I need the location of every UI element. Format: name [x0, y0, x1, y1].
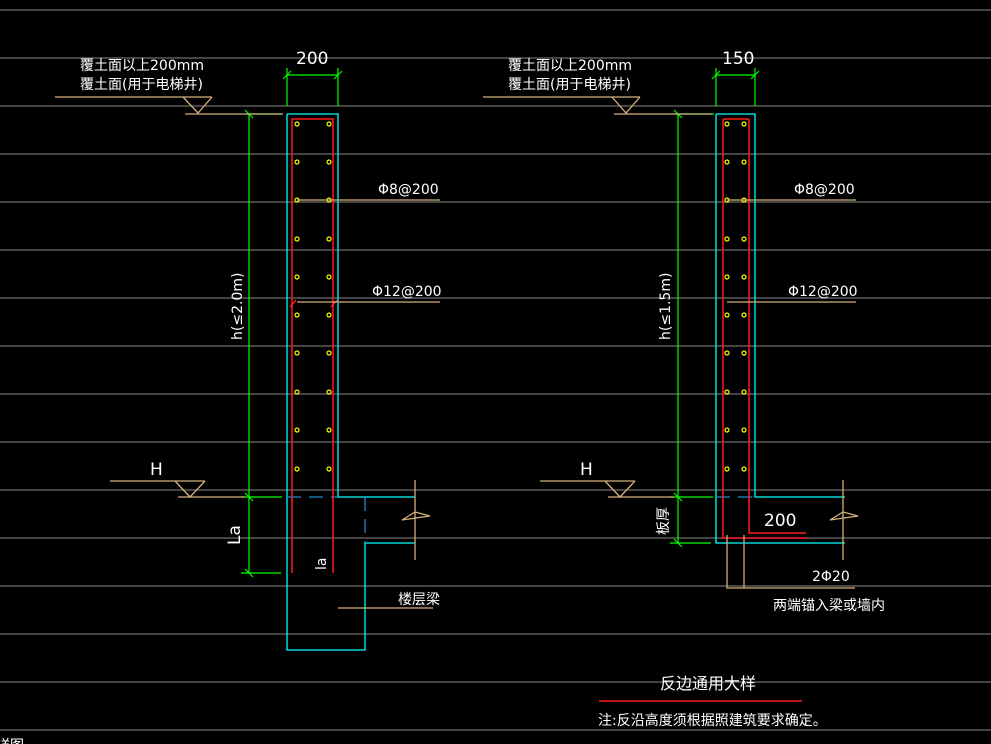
right-slab-thickness-label: 板厚	[656, 507, 672, 535]
right-rebar	[722, 118, 806, 539]
bar-dot	[294, 274, 300, 280]
right-leaders	[727, 199, 856, 303]
bar-dot	[326, 236, 332, 242]
left-lap-mark	[289, 299, 338, 308]
right-height-label: h(≤1.5m)	[658, 273, 674, 340]
left-hidden-line	[287, 496, 366, 543]
right-wall-outline	[715, 113, 845, 544]
right-vertical-bar-label: Φ12@200	[788, 284, 858, 300]
bar-dot	[326, 121, 332, 127]
right-cover-note-1: 覆土面以上200mm	[508, 58, 632, 74]
left-anchor-dim: La	[225, 525, 245, 545]
bar-dot	[724, 312, 730, 318]
right-bottom-bar-label: 2Φ20	[812, 569, 850, 585]
right-width-dimension	[711, 68, 760, 106]
bar-dot	[294, 350, 300, 356]
bar-dot	[294, 312, 300, 318]
bar-dot	[741, 274, 747, 280]
left-cover-level	[55, 96, 283, 115]
bar-dot	[294, 121, 300, 127]
bar-dot	[294, 159, 300, 165]
bar-dot	[741, 236, 747, 242]
bar-dot	[326, 274, 332, 280]
left-break-line	[401, 480, 431, 560]
bar-dot	[741, 389, 747, 395]
left-cover-note-2: 覆土面(用于电梯井)	[80, 77, 203, 93]
bar-dot	[724, 236, 730, 242]
bar-dot	[326, 159, 332, 165]
right-level-mark	[540, 480, 674, 498]
bar-dot	[741, 466, 747, 472]
bar-dot	[724, 350, 730, 356]
bar-dot	[326, 350, 332, 356]
bar-dot	[326, 389, 332, 395]
bar-dot	[326, 466, 332, 472]
left-leaders	[297, 199, 440, 303]
left-bar-dots	[294, 121, 332, 472]
left-height-label: h(≤2.0m)	[230, 273, 246, 340]
bar-dot	[741, 312, 747, 318]
right-bottom-bar-leader	[726, 535, 855, 589]
bar-dot	[294, 427, 300, 433]
left-vertical-bar-label: Φ12@200	[372, 284, 442, 300]
right-bar-dots	[724, 121, 747, 472]
left-wall-outline	[286, 113, 415, 651]
bar-dot	[294, 466, 300, 472]
left-detail: 200 覆土面以上200mm 覆土面(用于电梯井) Φ8@200 Φ12@200…	[55, 49, 442, 651]
bar-dot	[724, 427, 730, 433]
left-level-mark	[110, 480, 245, 498]
left-level-label: H	[150, 460, 163, 480]
drawing-note: 注:反沿高度须根据照建筑要求确定。	[598, 712, 827, 729]
bar-dot	[724, 466, 730, 472]
left-width-dim: 200	[296, 49, 328, 69]
right-width-dim: 150	[722, 49, 754, 69]
drawing-title: 反边通用大样	[660, 674, 756, 693]
bar-dot	[724, 389, 730, 395]
right-level-label: H	[580, 460, 593, 480]
bar-dot	[724, 274, 730, 280]
left-rebar	[291, 118, 334, 573]
bar-dot	[724, 159, 730, 165]
bar-dot	[741, 427, 747, 433]
bar-dot	[294, 389, 300, 395]
bar-dot	[741, 121, 747, 127]
left-cover-note-1: 覆土面以上200mm	[80, 58, 204, 74]
bar-dot	[724, 121, 730, 127]
right-cover-level	[483, 96, 712, 115]
bar-dot	[741, 350, 747, 356]
right-extension-dim: 200	[764, 511, 796, 531]
bar-dot	[326, 427, 332, 433]
bar-dot	[741, 159, 747, 165]
right-cover-note-2: 覆土面(用于电梯井)	[508, 77, 631, 93]
left-height-dimension	[241, 109, 282, 578]
bar-dot	[294, 236, 300, 242]
right-height-dimension	[670, 109, 714, 548]
right-detail: 150 覆土面以上200mm 覆土面(用于电梯井) Φ8@200 Φ12@200…	[483, 49, 885, 614]
left-stirrup-label: Φ8@200	[378, 182, 439, 198]
right-break-line	[829, 480, 859, 560]
left-width-dimension	[282, 68, 343, 106]
right-anchor-note: 两端锚入梁或墙内	[773, 598, 885, 614]
bar-dot	[326, 312, 332, 318]
left-beam-label: 楼层梁	[398, 592, 440, 608]
right-stirrup-label: Φ8@200	[794, 182, 855, 198]
grid-lines	[0, 9, 991, 731]
left-lap-label: la	[314, 558, 330, 570]
cut-off-label: 详图	[0, 738, 24, 744]
